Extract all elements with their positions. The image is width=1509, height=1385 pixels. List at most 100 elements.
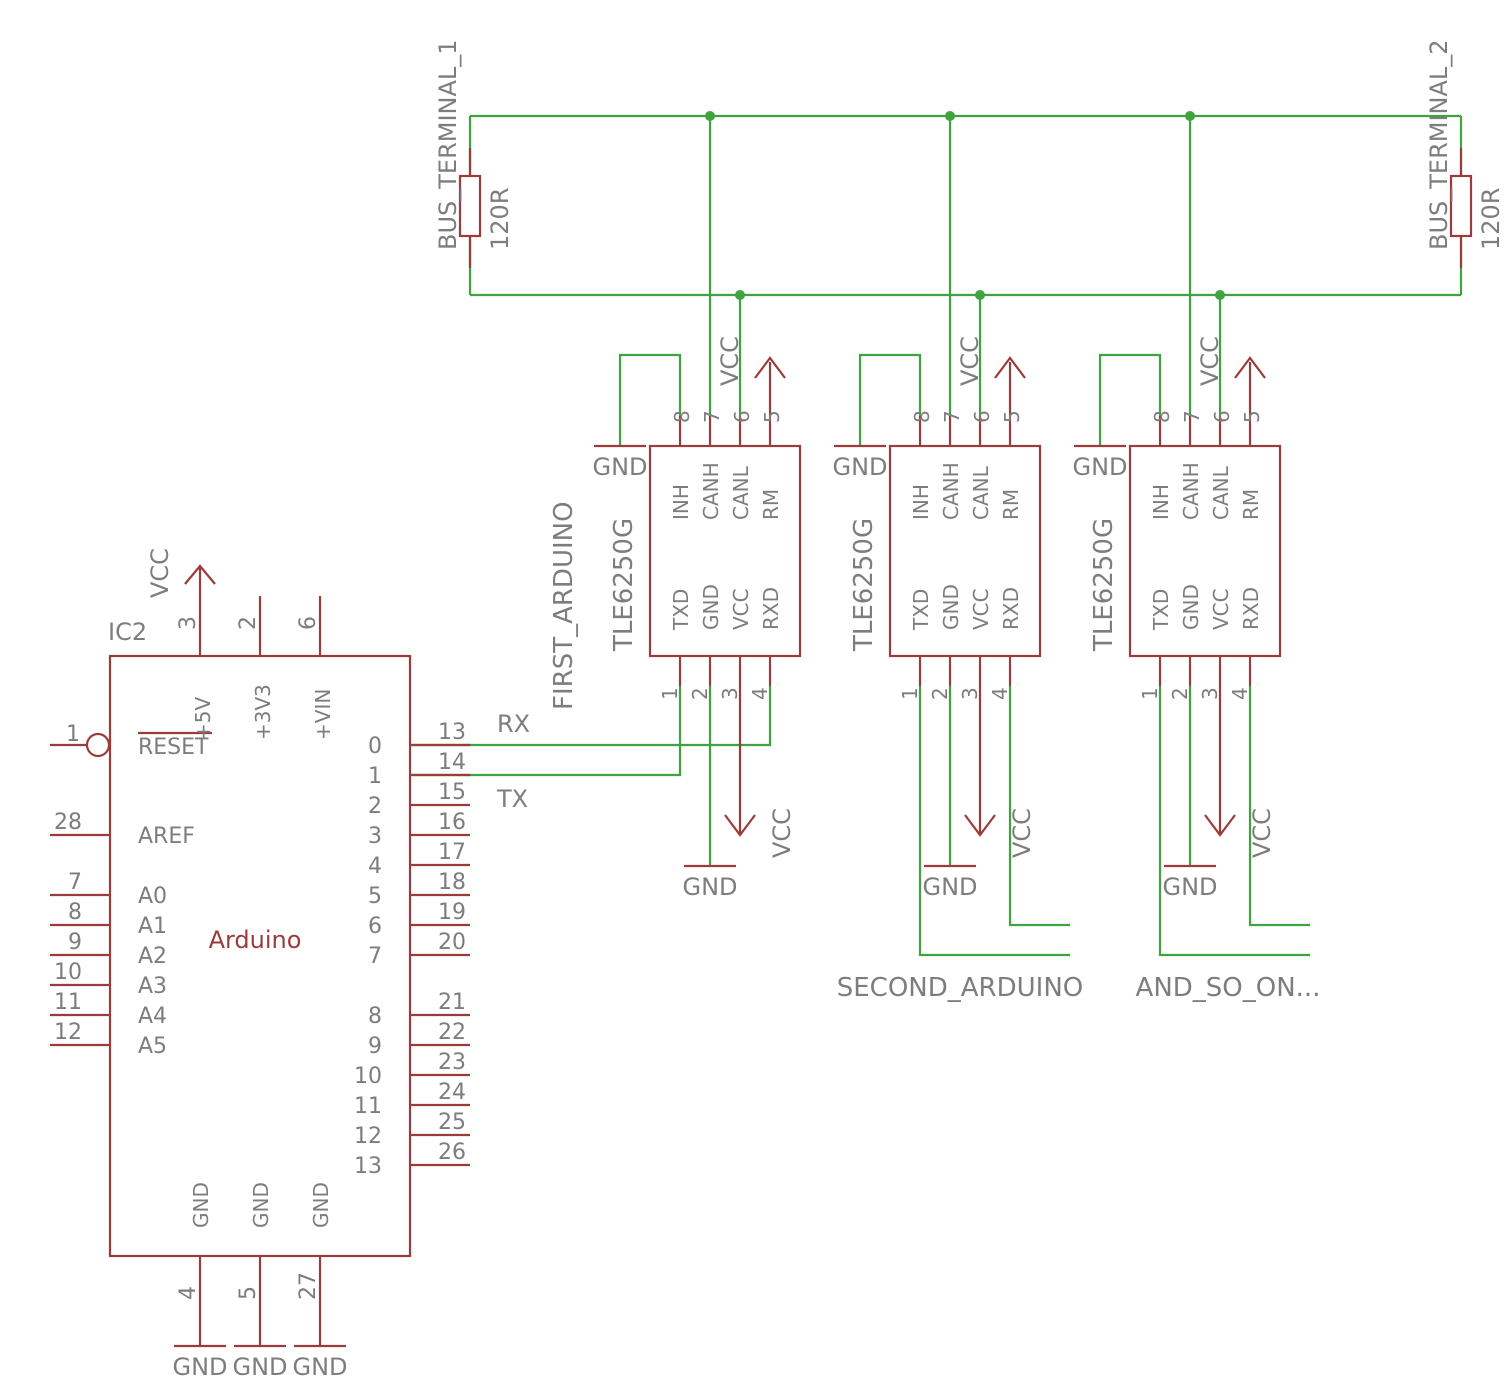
parts	[50, 148, 1473, 1348]
tx-label: TX	[496, 785, 528, 813]
pin-name: RXD	[759, 587, 783, 630]
gnd-label: GND	[682, 873, 737, 901]
pin-number: 2	[928, 687, 952, 700]
pin-name: CANL	[1209, 465, 1233, 520]
pin-number: 17	[438, 840, 466, 865]
pin-name: GND	[939, 584, 963, 630]
pin-name: VCC	[969, 588, 993, 630]
pin-name: GND	[249, 1182, 273, 1228]
transceiver-value: TLE6250G	[609, 518, 639, 652]
pin-number: 20	[438, 930, 466, 955]
pin-number: 3	[176, 616, 201, 630]
pin-number: 6	[296, 616, 321, 630]
pin-name: 5	[368, 884, 382, 909]
pin-name: +5V	[191, 697, 215, 740]
gnd-label: GND	[922, 873, 977, 901]
pin-name: RXD	[1239, 587, 1263, 630]
pin-name: TXD	[909, 589, 933, 631]
transceiver-value: TLE6250G	[1089, 518, 1119, 652]
pin-name: 11	[354, 1094, 382, 1119]
pin-number: 3	[1198, 687, 1222, 700]
junction-dot	[705, 111, 715, 121]
pin-number: 22	[438, 1020, 466, 1045]
pin-number: 1	[66, 722, 80, 747]
pin-name: CANH	[699, 462, 723, 520]
pin-number: 2	[688, 687, 712, 700]
pin-number: 26	[438, 1140, 466, 1165]
pin-name: 7	[368, 944, 382, 969]
first-arduino-label: FIRST_ARDUINO	[549, 501, 579, 710]
pin-name: 13	[354, 1154, 382, 1179]
junction-dot	[735, 290, 745, 300]
gnd-label: GND	[832, 453, 887, 481]
transceiver-body	[888, 444, 1042, 658]
pin-name: TXD	[669, 589, 693, 631]
pin-name: A0	[138, 884, 167, 909]
junction-dot	[975, 290, 985, 300]
txd-wire	[918, 686, 1070, 957]
transceiver-value: TLE6250G	[849, 518, 879, 652]
pin-number: 11	[54, 990, 82, 1015]
pin-name: VCC	[1209, 588, 1233, 630]
pin-number: 4	[1228, 687, 1252, 700]
gnd-label: GND	[292, 1353, 347, 1381]
pin-number: 14	[438, 750, 466, 775]
pin-name: RESET	[138, 735, 209, 760]
pin-number: 5	[1000, 410, 1024, 423]
pin-name: RM	[999, 489, 1023, 520]
pin-name: +3V3	[251, 684, 275, 740]
pin-name: TXD	[1149, 589, 1173, 631]
pin-number: 10	[54, 960, 82, 985]
pin-number: 7	[1180, 410, 1204, 423]
pin-number: 5	[236, 1286, 261, 1300]
junction-dot	[945, 111, 955, 121]
pin-number: 8	[670, 410, 694, 423]
second-arduino-label: SECOND_ARDUINO	[837, 973, 1084, 1003]
resistor-value: 120R	[486, 188, 514, 250]
pin-number: 18	[438, 870, 466, 895]
resistor-body	[458, 174, 482, 238]
pin-name: CANH	[939, 462, 963, 520]
resistor-body	[1449, 174, 1473, 238]
and-so-on-label: AND_SO_ON...	[1136, 973, 1321, 1003]
pin-name: 0	[368, 734, 382, 759]
vcc-label: VCC	[1008, 808, 1036, 858]
vcc-label: VCC	[956, 336, 984, 386]
resistor-value: 120R	[1477, 188, 1505, 250]
pin-number: 6	[1210, 410, 1234, 423]
pin-name: GND	[309, 1182, 333, 1228]
arduino-value: Arduino	[209, 926, 302, 954]
pin-number: 5	[760, 410, 784, 423]
vcc-label: VCC	[1196, 336, 1224, 386]
vcc-label: VCC	[1248, 808, 1276, 858]
arduino-name: IC2	[108, 618, 147, 646]
vcc-arrow	[1234, 356, 1266, 379]
vcc-arrow	[1204, 814, 1236, 837]
pin-number: 7	[700, 410, 724, 423]
pin-name: CANL	[729, 465, 753, 520]
pin-name: GND	[699, 584, 723, 630]
pin-name: 12	[354, 1124, 382, 1149]
pin-number: 9	[68, 930, 82, 955]
pin-name: GND	[189, 1182, 213, 1228]
pin-name: A3	[138, 974, 167, 999]
pin-number: 6	[730, 410, 754, 423]
pin-name: 9	[368, 1034, 382, 1059]
tx-wire	[410, 686, 682, 777]
vcc-arrow	[724, 814, 756, 837]
vcc-label: VCC	[146, 548, 174, 598]
pin-number: 23	[438, 1050, 466, 1075]
pin-name: CANH	[1179, 462, 1203, 520]
transceiver-body	[1128, 444, 1282, 658]
pin-number: 7	[940, 410, 964, 423]
pin-number: 8	[1150, 410, 1174, 423]
inh-wire	[858, 353, 922, 446]
pin-name: INH	[1149, 484, 1173, 520]
pin-name: INH	[669, 484, 693, 520]
pin-name: A5	[138, 1034, 167, 1059]
resistor-name: BUS_TERMINAL_2	[1425, 39, 1453, 250]
pin-number: 28	[54, 810, 82, 835]
junction-dot	[1215, 290, 1225, 300]
